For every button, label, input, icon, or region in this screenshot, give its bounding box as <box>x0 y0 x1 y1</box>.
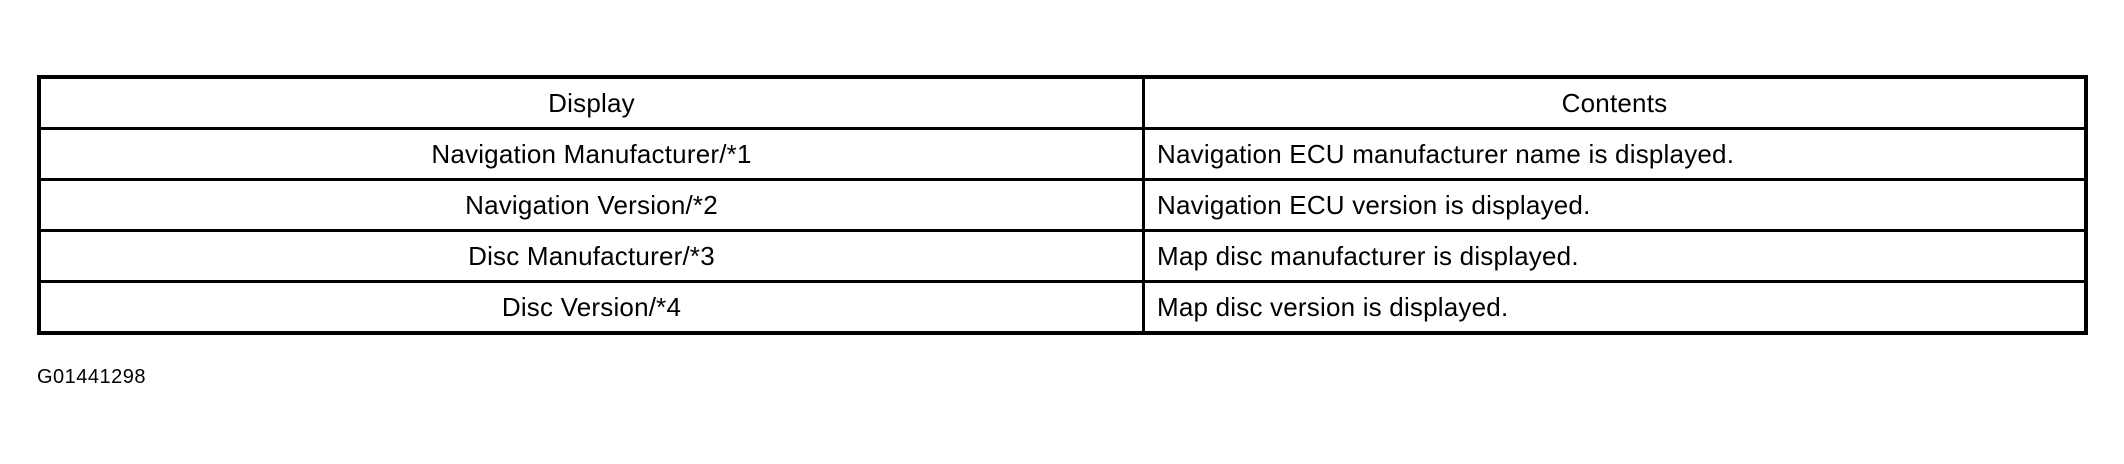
column-header-contents: Contents <box>1142 75 2088 130</box>
table-row: Disc Manufacturer/*3 Map disc manufactur… <box>37 229 2088 283</box>
table-row: Navigation Version/*2 Navigation ECU ver… <box>37 178 2088 232</box>
contents-cell: Navigation ECU version is displayed. <box>1142 178 2088 232</box>
column-header-display: Display <box>37 75 1145 130</box>
contents-cell: Map disc manufacturer is displayed. <box>1142 229 2088 283</box>
display-cell: Navigation Manufacturer/*1 <box>37 127 1145 181</box>
display-cell: Disc Version/*4 <box>37 280 1145 335</box>
table-header-row: Display Contents <box>37 75 2088 130</box>
display-cell: Disc Manufacturer/*3 <box>37 229 1145 283</box>
table-row: Disc Version/*4 Map disc version is disp… <box>37 280 2088 335</box>
table-row: Navigation Manufacturer/*1 Navigation EC… <box>37 127 2088 181</box>
display-cell: Navigation Version/*2 <box>37 178 1145 232</box>
display-contents-table: Display Contents Navigation Manufacturer… <box>37 75 2088 335</box>
contents-cell: Navigation ECU manufacturer name is disp… <box>1142 127 2088 181</box>
figure-id-label: G01441298 <box>37 366 147 388</box>
contents-cell: Map disc version is displayed. <box>1142 280 2088 335</box>
